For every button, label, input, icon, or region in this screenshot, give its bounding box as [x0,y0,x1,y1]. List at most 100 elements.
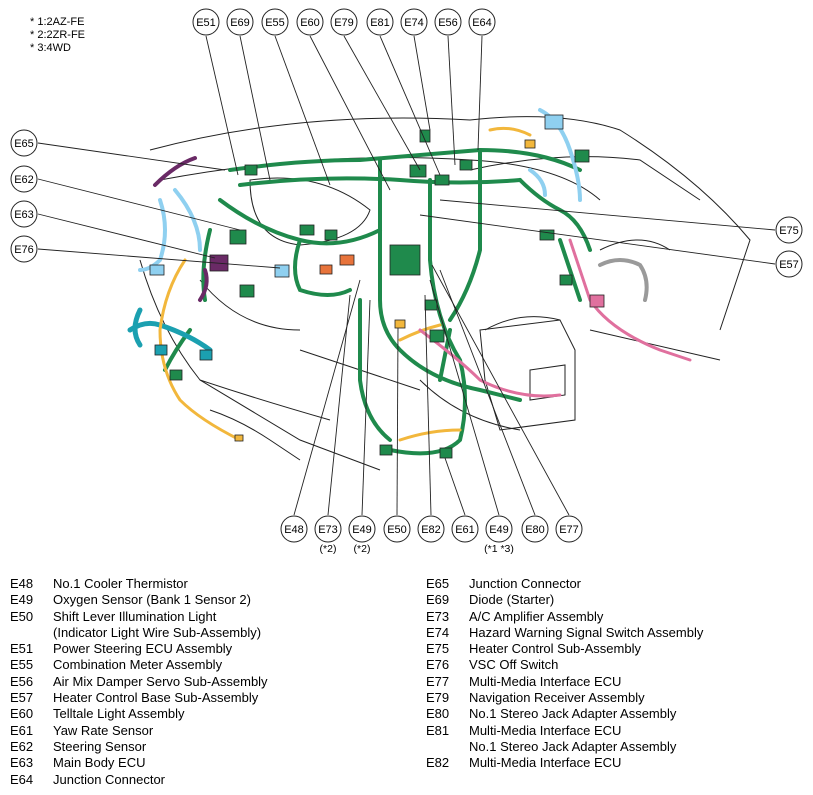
callout-top-e64-bubble [468,8,496,36]
callout-top-e64-label: E64 [472,17,492,29]
wire-harness-purple [153,156,209,302]
legend-desc: No.1 Cooler Thermistor [53,576,188,591]
note-line: * 2:2ZR-FE [30,29,86,41]
wire-harness-green [163,147,592,456]
legend-code: E55 [10,657,34,673]
callout-right-e75-label: E75 [779,225,799,237]
legend-desc: Multi-Media Interface ECU [469,755,622,771]
legend-code: E63 [10,755,34,771]
callout-bottom-e73-1-label: E73 [318,524,338,536]
legend-desc: Power Steering ECU Assembly [53,641,233,657]
legend-desc: Junction Connector [53,771,166,787]
callout-bottom-e50-3-label: E50 [387,524,407,536]
legend-desc: VSC Off Switch [469,657,559,673]
legend-row: E55 Combination Meter Assembly [10,657,390,673]
callout-note-e49-b: (*1 *3) [484,543,514,555]
legend-code [426,739,469,755]
callout-top-e69-label: E69 [230,17,250,29]
callout-top-e69-bubble [226,8,254,36]
callout-bottom-e82-4-bubble [417,515,445,543]
legend-code: E65 [426,576,450,591]
callout-left-e62-bubble [10,165,38,193]
legend-code: E75 [426,641,450,657]
legend-code: E80 [426,706,450,722]
callout-top-e55-label: E55 [265,17,285,29]
legend-row: E75 Heater Control Sub-Assembly [426,641,806,657]
callout-top-e56-label: E56 [438,17,458,29]
callout-top-e56-bubble [434,8,462,36]
callout-top-e55-bubble [261,8,289,36]
legend-desc: No.1 Stereo Jack Adapter Assembly [469,738,677,754]
callout-bottom-e77-8-bubble [555,515,583,543]
legend-code: E69 [426,592,450,608]
engine-notes: * 1:2AZ-FE * 2:2ZR-FE * 3:4WD [30,16,85,55]
legend-desc: (Indicator Light Wire Sub-Assembly) [53,624,262,640]
callout-bottom-e49-6-label: E49 [489,524,509,536]
callout-top-e51-bubble [192,8,220,36]
note-line: * 1:2AZ-FE [30,16,85,28]
wire-harness-grey [598,258,649,302]
legend-desc: Telltale Light Assembly [53,706,185,722]
callout-top-e74-label: E74 [404,17,424,29]
legend-row: E56 Air Mix Damper Servo Sub-Assembly [10,674,390,690]
legend-desc: Air Mix Damper Servo Sub-Assembly [53,673,268,689]
callout-left-e63-bubble [10,200,38,228]
legend-desc: Combination Meter Assembly [53,657,223,673]
callout-top-e79-label: E79 [334,17,354,29]
legend-row: No.1 Stereo Jack Adapter Assembly [426,739,806,755]
legend-desc: Heater Control Sub-Assembly [469,641,641,657]
legend-desc: Navigation Receiver Assembly [469,690,645,706]
callout-top-e60-bubble [296,8,324,36]
callout-left-e76-label: E76 [14,244,34,256]
callout-right-e75-bubble [775,216,803,244]
callout-bottom-e49-2-label: E49 [352,524,372,536]
legend-row: E64 Junction Connector [10,772,390,788]
legend-row: E65 Junction Connector [426,576,806,592]
legend-code: E77 [426,673,450,689]
callout-bottom-e48-0-bubble [280,515,308,543]
legend-desc: Junction Connector [469,576,582,591]
legend-code: E74 [426,624,450,640]
legend-desc: Yaw Rate Sensor [53,722,154,738]
legend-code: E64 [10,771,34,787]
legend-desc: Steering Sensor [53,738,147,754]
legend-row: E61 Yaw Rate Sensor [10,723,390,739]
callout-bottom-e73-1-bubble [314,515,342,543]
callout-bottom-e80-7-bubble [521,515,549,543]
callout-bottom-e80-7-label: E80 [525,524,545,536]
callout-note-e73: (*2) [320,543,337,555]
legend-row: E82 Multi-Media Interface ECU [426,755,806,771]
callout-bottom-e49-2-bubble [348,515,376,543]
legend-desc: Oxygen Sensor (Bank 1 Sensor 2) [53,592,251,608]
legend-code: E61 [10,722,34,738]
legend-row: E77 Multi-Media Interface ECU [426,674,806,690]
legend-code: E76 [426,657,450,673]
legend-code: E62 [10,738,34,754]
legend-code: E48 [10,576,34,591]
legend-desc: A/C Amplifier Assembly [469,608,604,624]
callout-bottom-e61-5-label: E61 [455,524,475,536]
wire-harness-blue [138,108,582,272]
legend-desc: Multi-Media Interface ECU [469,722,622,738]
legend-code: E82 [426,755,450,771]
callout-right-e57-bubble [775,250,803,278]
callout-top-e74-bubble [400,8,428,36]
legend-desc: Multi-Media Interface ECU [469,673,622,689]
legend-desc: Main Body ECU [53,755,146,771]
legend-code: E56 [10,673,34,689]
callout-left-e76-bubble [10,235,38,263]
legend-row: E48 No.1 Cooler Thermistor [10,576,390,592]
dashboard-wiring-diagram: E51E69E55E60E79E81E74E56E64E65E62E63E76E… [10,8,803,555]
wire-harness-yellow [158,126,532,442]
callout-top-e81-label: E81 [370,17,390,29]
callout-note-e49-a: (*2) [354,543,371,555]
legend-code: E60 [10,706,34,722]
